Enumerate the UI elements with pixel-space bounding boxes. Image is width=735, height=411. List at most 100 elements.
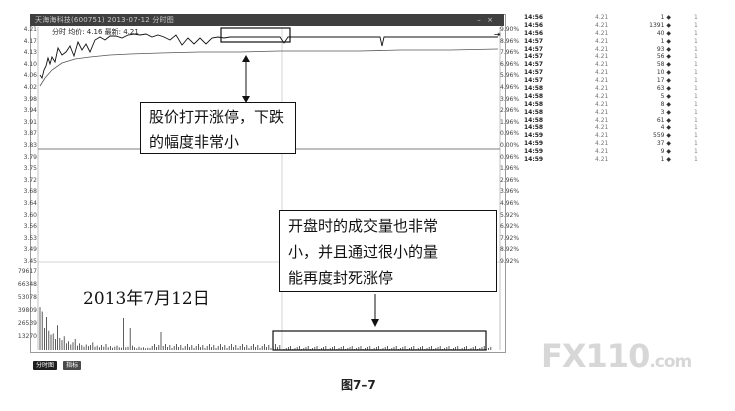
trade-flag: 1 <box>694 108 698 116</box>
trade-flag: 1 <box>694 53 698 61</box>
tab-indicator[interactable]: 指标 <box>63 361 82 370</box>
price-tick-label: 3.87 <box>23 130 37 138</box>
trade-time: 14:57 <box>524 53 544 61</box>
tab-timeshare[interactable]: 分时图 <box>33 361 58 370</box>
annotation-2-line-2: 小，并且通过很小的量 <box>288 243 439 261</box>
trade-time: 14:58 <box>524 116 544 124</box>
trade-flag: 1 <box>694 14 698 21</box>
trade-flag: 1 <box>694 45 698 53</box>
volume-tick-label: 39809 <box>17 307 37 314</box>
percent-tick-label: 0.00% <box>500 142 520 149</box>
trade-price: 4.21 <box>595 148 609 156</box>
price-tick-label: 3.53 <box>23 234 37 242</box>
trade-time: 14:58 <box>524 100 544 108</box>
arrow-head-up-1 <box>242 55 250 62</box>
annotation-volume: 开盘时的成交量也非常 小，并且通过很小的量 能再度封死涨停 <box>279 210 497 292</box>
percent-tick-label: 5.92% <box>500 211 520 219</box>
trade-volume: 17 ◆ <box>656 77 671 85</box>
price-tick-label: 3.68 <box>23 188 37 196</box>
trade-time: 14:59 <box>524 148 544 156</box>
trade-price: 4.21 <box>595 61 609 69</box>
price-tick-label: 4.17 <box>23 37 37 45</box>
trade-flag: 1 <box>694 85 698 93</box>
price-tick-label: 3.98 <box>23 95 37 103</box>
trade-volume: 93 ◆ <box>656 45 671 53</box>
trade-price: 4.21 <box>595 14 609 21</box>
trade-volume: 58 ◆ <box>656 61 671 69</box>
trade-time: 14:57 <box>524 45 544 53</box>
watermark-logo: FX110.com <box>541 337 692 375</box>
trade-price: 4.21 <box>595 37 609 45</box>
price-info: 分时 均价: 4.16 最新: 4.21 <box>52 28 139 36</box>
percent-tick-label: 9.92% <box>500 258 520 265</box>
volume-tick-label: 66348 <box>17 281 37 288</box>
price-tick-label: 3.72 <box>23 176 37 184</box>
percent-tick-label: 1.96% <box>500 165 520 173</box>
trade-volume: 5 ◆ <box>660 92 671 100</box>
trade-flag: 1 <box>694 29 698 37</box>
volume-tick-label: 79617 <box>17 268 37 275</box>
annotation-1-line-2: 的幅度非常小 <box>149 133 240 151</box>
percent-tick-label: 2.96% <box>500 176 520 184</box>
trade-time: 14:59 <box>524 132 544 140</box>
trade-price: 4.21 <box>595 124 609 132</box>
trade-volume: 37 ◆ <box>656 140 671 148</box>
trade-price: 4.21 <box>595 69 609 77</box>
trade-flag: 1 <box>694 124 698 132</box>
volume-bars <box>39 307 492 350</box>
trade-flag: 1 <box>694 132 698 140</box>
close-icon[interactable]: × <box>487 16 493 24</box>
price-tick-label: 3.94 <box>23 107 37 115</box>
trade-time: 14:56 <box>524 21 544 29</box>
percent-tick-label: 7.96% <box>500 49 520 57</box>
trade-row: 14:57 4.21 93 ◆ 1 <box>503 46 699 54</box>
price-tick-label: 3.56 <box>23 223 37 231</box>
percent-tick-label: 2.96% <box>500 107 520 115</box>
trade-price: 4.21 <box>595 116 609 124</box>
trade-volume: 1 ◆ <box>660 14 671 21</box>
price-tick-label: 3.45 <box>23 258 37 265</box>
window-title: 天海海科技(600751) 2013-07-12 分时图 <box>35 16 174 24</box>
percent-tick-label: 6.92% <box>500 223 520 231</box>
trade-time: 14:58 <box>524 85 544 93</box>
trade-time: 14:59 <box>524 156 544 164</box>
trade-price: 4.21 <box>595 100 609 108</box>
trade-time: 14:58 <box>524 108 544 116</box>
trade-volume: 1 ◆ <box>660 156 671 164</box>
trade-flag: 1 <box>694 100 698 108</box>
trade-price: 4.21 <box>595 45 609 53</box>
trade-time: 14:57 <box>524 37 544 45</box>
volume-tick-label: 53078 <box>17 294 37 301</box>
trade-time: 14:56 <box>524 29 544 37</box>
trade-volume: 61 ◆ <box>656 116 671 124</box>
trade-time: 14:58 <box>524 124 544 132</box>
price-tick-label: 3.75 <box>23 165 37 173</box>
trade-volume: 10 ◆ <box>656 69 671 77</box>
percent-tick-label: 6.96% <box>500 60 520 68</box>
trade-flag: 1 <box>694 69 698 77</box>
trade-time: 14:57 <box>524 61 544 69</box>
price-tick-label: 3.79 <box>23 153 37 161</box>
price-tick-label: 3.60 <box>23 211 37 219</box>
trade-volume: 1 ◆ <box>660 37 671 45</box>
bottom-tabs: 分时图 指标 <box>33 352 82 370</box>
trade-volume: 9 ◆ <box>660 148 671 156</box>
price-tick-label: 3.83 <box>23 142 37 149</box>
trade-price: 4.21 <box>595 92 609 100</box>
highlight-box-price <box>220 27 291 43</box>
annotation-1-line-1: 股价打开涨停，下跌 <box>149 108 285 126</box>
price-tick-label: 3.91 <box>23 118 37 126</box>
figure-caption: 图7–7 <box>341 378 376 392</box>
percent-tick-label: 0.96% <box>500 153 520 161</box>
minimize-icon[interactable]: – <box>477 16 481 24</box>
price-tick-label: 4.13 <box>23 49 37 57</box>
percent-tick-label: 3.96% <box>500 188 520 196</box>
trade-volume: 8 ◆ <box>660 100 671 108</box>
trade-volume: 559 ◆ <box>653 132 671 140</box>
